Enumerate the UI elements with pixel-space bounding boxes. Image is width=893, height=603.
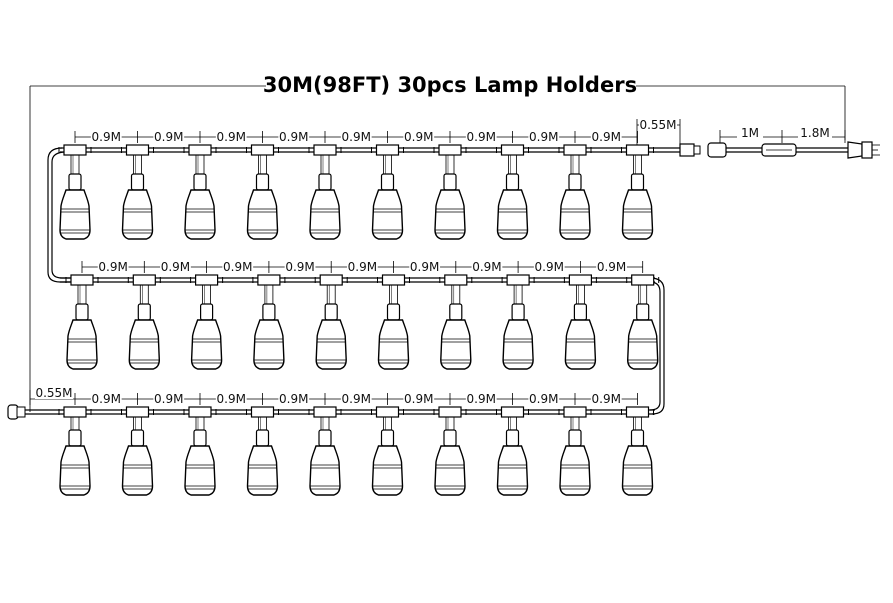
spacing-label: 0.9M <box>472 260 501 274</box>
lamp-holder <box>496 144 529 240</box>
lamp-holder <box>496 406 529 496</box>
end-cap <box>7 404 26 420</box>
lamp-holder <box>246 406 279 496</box>
lamp-holder <box>65 274 99 370</box>
spacing-label: 0.9M <box>592 130 621 144</box>
lamp-holder <box>377 274 410 370</box>
lamp-holder <box>121 406 154 496</box>
diagram-title: 30M(98FT) 30pcs Lamp Holders <box>263 73 637 97</box>
spacing-label: 0.9M <box>92 130 121 144</box>
lamp-holder <box>190 274 224 370</box>
spacing-label: 0.9M <box>154 130 183 144</box>
lamp-holder <box>252 274 286 370</box>
plug-cable-label-1: 1M <box>741 126 759 140</box>
lamp-holder <box>439 274 473 370</box>
spacing-label: 0.9M <box>535 260 564 274</box>
lamp-holder <box>308 406 342 496</box>
lamp-holder <box>621 406 654 496</box>
lamp-holder <box>183 406 217 496</box>
lamp-holder <box>58 144 92 240</box>
lamp-holder <box>433 144 467 240</box>
overall-length-dimension <box>29 85 846 412</box>
lamp-holder <box>621 144 654 240</box>
female-connector <box>679 142 727 158</box>
spacing-label: 0.9M <box>223 260 252 274</box>
lamp-holder <box>501 274 535 370</box>
lamp-holder <box>371 406 404 496</box>
lamp-holder <box>183 144 217 240</box>
lamp-holder <box>626 274 660 370</box>
lamp-holder <box>558 144 592 240</box>
spacing-label: 0.9M <box>404 392 433 406</box>
spacing-label: 0.9M <box>529 130 558 144</box>
power-lead <box>726 143 848 157</box>
spacing-label: 0.9M <box>285 260 314 274</box>
lead-label-top: 0.55M <box>639 118 676 132</box>
lamp-holder <box>308 144 342 240</box>
lamp-holder <box>558 406 592 496</box>
spacing-label: 0.9M <box>154 392 183 406</box>
spacing-label: 0.9M <box>92 392 121 406</box>
spacing-label: 0.9M <box>342 130 371 144</box>
spacing-label: 0.9M <box>342 392 371 406</box>
spacing-label: 0.9M <box>217 130 246 144</box>
plug-cable-label-2: 1.8M <box>800 126 829 140</box>
main-cable <box>25 147 690 415</box>
spacing-label: 0.9M <box>410 260 439 274</box>
spacing-label: 0.9M <box>467 392 496 406</box>
lamp-holder <box>58 406 92 496</box>
spacing-label: 0.9M <box>529 392 558 406</box>
lamp-holder <box>246 144 279 240</box>
lamp-holder <box>121 144 154 240</box>
spacing-label: 0.9M <box>348 260 377 274</box>
spacing-label: 0.9M <box>217 392 246 406</box>
lamp-holder <box>127 274 161 370</box>
spacing-label: 0.9M <box>597 260 626 274</box>
spacing-label: 0.9M <box>404 130 433 144</box>
lamp-holder <box>433 406 467 496</box>
spacing-label: 0.9M <box>592 392 621 406</box>
lead-label-bottom: 0.55M <box>35 386 72 400</box>
spacing-label: 0.9M <box>279 392 308 406</box>
spacing-label: 0.9M <box>279 130 308 144</box>
lamp-holder <box>314 274 348 370</box>
power-plug <box>847 141 880 159</box>
spacing-label: 0.9M <box>467 130 496 144</box>
spacing-label: 0.9M <box>161 260 190 274</box>
lamp-holder <box>371 144 404 240</box>
lamp-holder <box>563 274 597 370</box>
spacing-label: 0.9M <box>98 260 127 274</box>
